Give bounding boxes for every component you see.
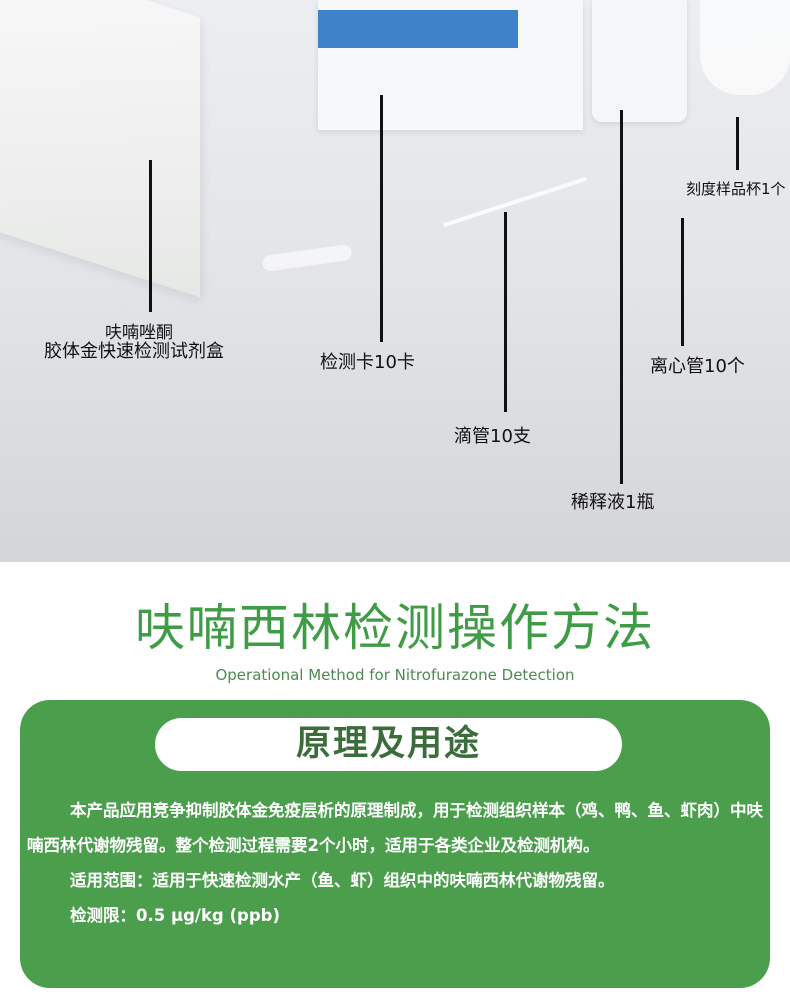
pointer-line [149,160,152,312]
page-title: 呋喃西林检测操作方法 [135,599,655,657]
pointer-line [736,117,739,170]
label-dropper: 滴管10支 [454,426,531,447]
label-diluent: 稀释液1瓶 [571,492,655,513]
page-subtitle: Operational Method for Nitrofurazone Det… [215,666,575,684]
label-card: 检测卡10卡 [320,352,415,373]
paragraph-limit: 检测限：0.5 μg/kg (ppb) [70,906,280,925]
pointer-line [380,95,383,342]
pointer-line [504,212,507,412]
label-box-line2: 胶体金快速检测试剂盒 [44,341,224,362]
section-body: 本产品应用竞争抑制胶体金免疫层析的原理制成，用于检测组织样本（鸡、鸭、鱼、虾肉）… [27,793,767,933]
dropper-image [443,176,587,228]
pointer-line [681,218,684,346]
centrifuge-tube-image [261,243,353,273]
reagent-box-image [0,0,200,298]
label-box-line1: 呋喃唑酮 [105,323,173,343]
sample-cup-image [700,0,790,95]
principle-panel: 原理及用途 本产品应用竞争抑制胶体金免疫层析的原理制成，用于检测组织样本（鸡、鸭… [20,700,770,988]
product-photo: 呋喃唑酮 胶体金快速检测试剂盒 检测卡10卡 滴管10支 稀释液1瓶 离心管10… [0,0,790,562]
paragraph-principle: 本产品应用竞争抑制胶体金免疫层析的原理制成，用于检测组织样本（鸡、鸭、鱼、虾肉）… [27,801,763,855]
pointer-line [620,110,623,484]
diluent-bottle-image [592,0,687,122]
label-centrifuge: 离心管10个 [650,356,745,377]
section-title: 原理及用途 [155,718,622,771]
label-cup: 刻度样品杯1个 [686,180,786,198]
test-card-pouch-image [318,0,583,130]
paragraph-scope: 适用范围：适用于快速检测水产（鱼、虾）组织中的呋喃西林代谢物残留。 [70,871,615,890]
